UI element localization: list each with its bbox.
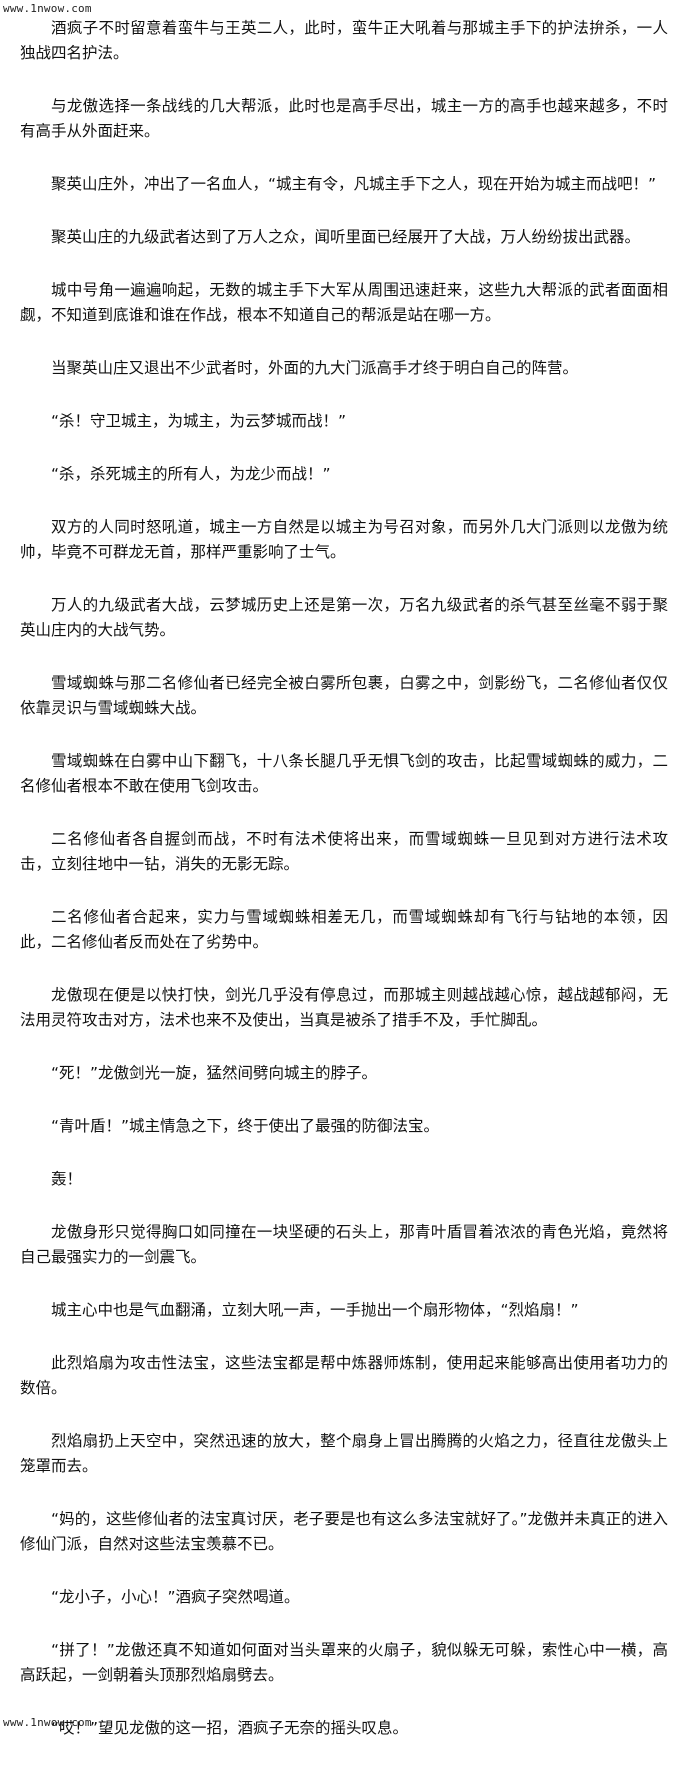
paragraph: “死！”龙傲剑光一旋，猛然间劈向城主的脖子。 <box>51 1064 378 1082</box>
paragraph: “青叶盾！”城主情急之下，终于使出了最强的防御法宝。 <box>51 1117 440 1135</box>
watermark-bottom: www.1nwow.com <box>3 1716 92 1729</box>
paragraph: 当聚英山庄又退出不少武者时，外面的九大门派高手才终于明白自己的阵营。 <box>51 359 579 377</box>
paragraph: “龙小子，小心！”酒疯子突然喝道。 <box>51 1588 300 1606</box>
paragraph: “杀！守卫城主，为城主，为云梦城而战！” <box>51 412 347 430</box>
watermark-top: www.1nwow.com <box>3 2 92 15</box>
article-body: 酒疯子不时留意着蛮牛与王英二人，此时，蛮牛正大吼着与那城主手下的护法拚杀，一人独… <box>20 16 668 1769</box>
paragraph: “拼了！”龙傲还真不知道如何面对当头罩来的火扇子，貌似躲无可躲，索性心中一横，高… <box>20 1641 668 1684</box>
paragraph: 二名修仙者合起来，实力与雪域蜘蛛相差无几，而雪域蜘蛛却有飞行与钻地的本领，因此，… <box>20 908 668 951</box>
paragraph: 轰！ <box>51 1170 83 1188</box>
paragraph: 雪域蜘蛛在白雾中山下翻飞，十八条长腿几乎无惧飞剑的攻击，比起雪域蜘蛛的威力，二名… <box>20 752 668 795</box>
paragraph: 龙傲现在便是以快打快，剑光几乎没有停息过，而那城主则越战越心惊，越战越郁闷，无法… <box>20 986 668 1029</box>
paragraph: 双方的人同时怒吼道，城主一方自然是以城主为号召对象，而另外几大门派则以龙傲为统帅… <box>20 518 668 561</box>
paragraph: “妈的，这些修仙者的法宝真讨厌，老子要是也有这么多法宝就好了。”龙傲并未真正的进… <box>20 1510 668 1553</box>
paragraph: 聚英山庄的九级武者达到了万人之众，闻听里面已经展开了大战，万人纷纷拔出武器。 <box>51 228 641 246</box>
paragraph: 城中号角一遍遍响起，无数的城主手下大军从周围迅速赶来，这些九大帮派的武者面面相觑… <box>20 281 668 324</box>
paragraph: 聚英山庄外，冲出了一名血人，“城主有令，凡城主手下之人，现在开始为城主而战吧！” <box>51 175 657 193</box>
paragraph: 此烈焰扇为攻击性法宝，这些法宝都是帮中炼器师炼制，使用起来能够高出使用者功力的数… <box>20 1354 668 1397</box>
paragraph: 城主心中也是气血翻涌，立刻大吼一声，一手抛出一个扇形物体，“烈焰扇！” <box>51 1301 579 1319</box>
paragraph: “杀，杀死城主的所有人，为龙少而战！” <box>51 465 331 483</box>
paragraph: 龙傲身形只觉得胸口如同撞在一块坚硬的石头上，那青叶盾冒着浓浓的青色光焰，竟然将自… <box>20 1223 668 1266</box>
paragraph: 与龙傲选择一条战线的几大帮派，此时也是高手尽出，城主一方的高手也越来越多，不时有… <box>20 97 668 140</box>
paragraph: 雪域蜘蛛与那二名修仙者已经完全被白雾所包裹，白雾之中，剑影纷飞，二名修仙者仅仅依… <box>20 674 668 717</box>
paragraph: 烈焰扇扔上天空中，突然迅速的放大，整个扇身上冒出腾腾的火焰之力，径直往龙傲头上笼… <box>20 1432 668 1475</box>
paragraph: 二名修仙者各自握剑而战，不时有法术使将出来，而雪域蜘蛛一旦见到对方进行法术攻击，… <box>20 830 668 873</box>
paragraph: “哎！”望见龙傲的这一招，酒疯子无奈的摇头叹息。 <box>51 1719 409 1737</box>
paragraph: 酒疯子不时留意着蛮牛与王英二人，此时，蛮牛正大吼着与那城主手下的护法拚杀，一人独… <box>20 19 668 62</box>
paragraph: 万人的九级武者大战，云梦城历史上还是第一次，万名九级武者的杀气甚至丝毫不弱于聚英… <box>20 596 668 639</box>
